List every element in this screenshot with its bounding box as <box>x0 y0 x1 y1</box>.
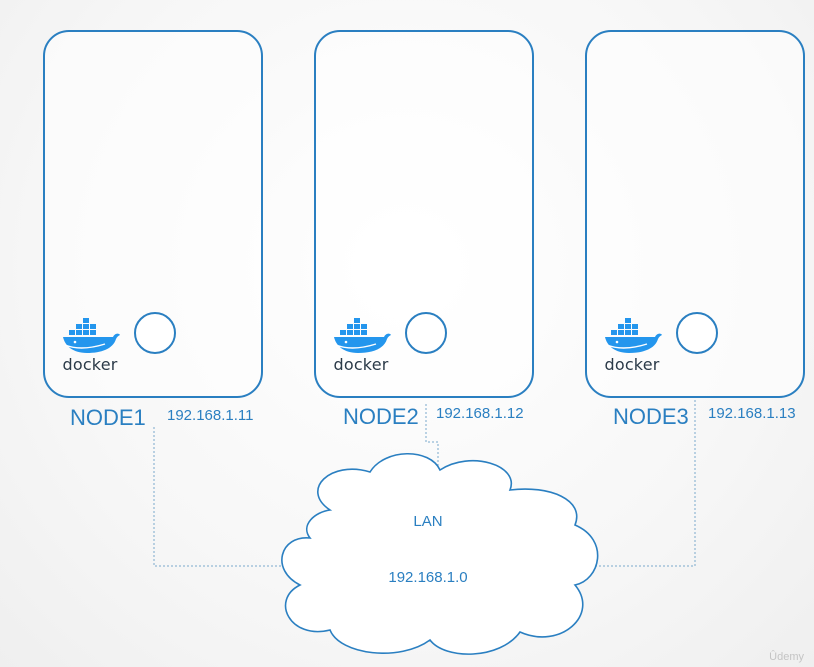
node1-box: docker <box>43 30 263 398</box>
lan-subnet: 192.168.1.0 <box>388 569 468 586</box>
lan-label: LAN <box>413 513 443 530</box>
link-node3-lan <box>585 400 696 567</box>
docker-whale-icon <box>63 318 120 353</box>
lan-cloud-shape <box>281 452 599 655</box>
link-node2-lan <box>425 404 439 475</box>
docker-logo: docker <box>57 318 123 378</box>
pod-circle <box>134 312 176 354</box>
docker-logo: docker <box>599 318 665 378</box>
pod-circle <box>405 312 447 354</box>
node2-box: docker <box>314 30 534 398</box>
docker-whale-icon <box>334 318 391 353</box>
node2-label: NODE2 <box>343 404 419 429</box>
node3-box: docker <box>585 30 805 398</box>
node1-ip: 192.168.1.11 <box>167 407 254 424</box>
docker-wordmark: docker <box>62 355 118 374</box>
node3-label: NODE3 <box>613 404 689 429</box>
node3-ip: 192.168.1.13 <box>708 405 796 422</box>
pod-circle <box>676 312 718 354</box>
node2-ip: 192.168.1.12 <box>436 405 524 422</box>
docker-whale-icon <box>605 318 662 353</box>
docker-wordmark: docker <box>604 355 660 374</box>
docker-wordmark: docker <box>333 355 389 374</box>
docker-logo: docker <box>328 318 394 378</box>
link-node1-lan <box>153 427 300 567</box>
node1-label: NODE1 <box>70 405 146 430</box>
udemy-watermark: Ûdemy <box>769 651 804 663</box>
